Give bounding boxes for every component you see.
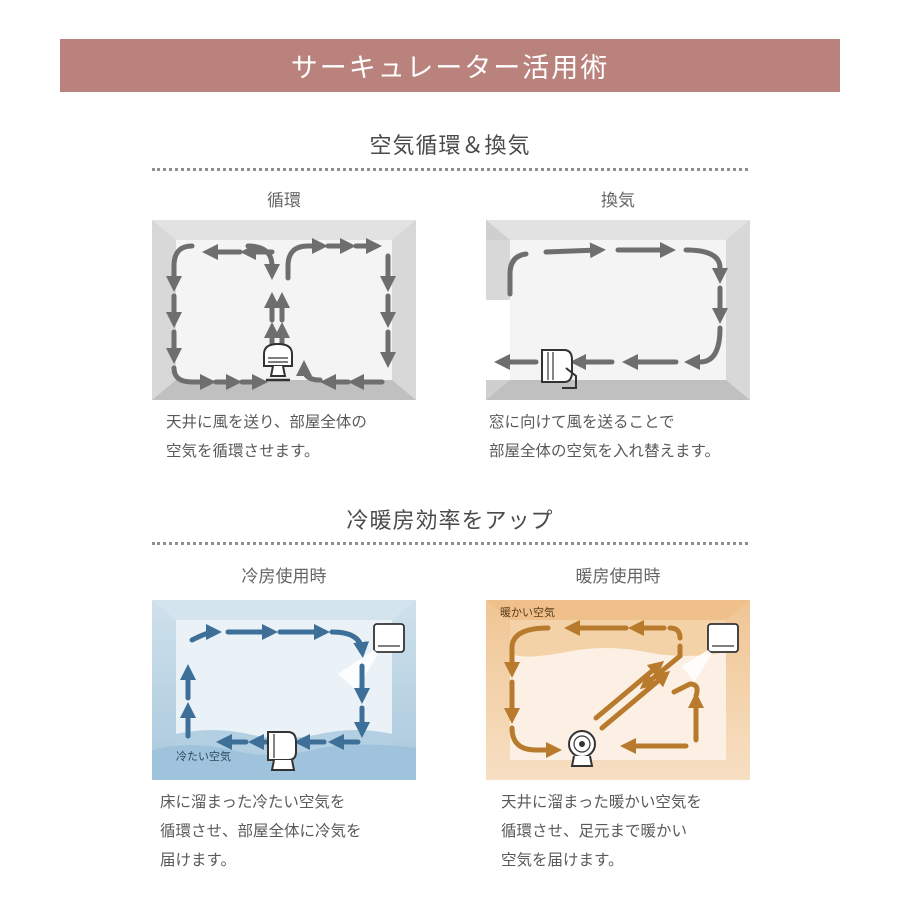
warm-air-tag: 暖かい空気 [500, 605, 555, 619]
caption-line: 空気を循環させます。 [166, 442, 320, 460]
window-opening [486, 300, 510, 380]
air-conditioner-icon [338, 623, 405, 690]
circulator-fan-icon [568, 730, 596, 767]
caption-circulation: 天井に風を送り、部屋全体の 空気を循環させます。 [166, 408, 367, 466]
panel-label-heating: 暖房使用時 [575, 567, 661, 587]
cold-air-tag: 冷たい空気 [176, 749, 231, 763]
caption-line: 床に溜まった冷たい空気を [160, 793, 346, 811]
heating-room: 暖かい空気 [486, 600, 750, 780]
panel-label-cooling: 冷房使用時 [241, 567, 327, 587]
caption-ventilation: 窓に向けて風を送ることで 部屋全体の空気を入れ替えます。 [489, 408, 720, 466]
cooling-diagram: 冷たい空気 [152, 600, 416, 780]
ventilation-diagram [486, 220, 750, 400]
caption-line: 天井に風を送り、部屋全体の [166, 413, 367, 431]
caption-cooling: 床に溜まった冷たい空気を 循環させ、部屋全体に冷気を 届けます。 [160, 788, 362, 875]
cooling-room: 冷たい空気 [152, 600, 416, 780]
ventilation-room [486, 220, 750, 400]
banner-title: サーキュレーター活用術 [290, 53, 610, 84]
circulation-room [152, 220, 416, 400]
section-divider [152, 542, 748, 545]
circulator-fan-icon [541, 349, 577, 389]
caption-line: 空気を届けます。 [501, 851, 624, 869]
panel-label-ventilation: 換気 [601, 191, 635, 211]
circulation-diagram [152, 220, 416, 400]
caption-line: 部屋全体の空気を入れ替えます。 [489, 442, 720, 460]
section-divider [152, 168, 748, 171]
air-conditioner-icon [682, 623, 739, 682]
panel-label-circulation: 循環 [267, 191, 301, 211]
caption-line: 天井に溜まった暖かい空気を [501, 793, 702, 811]
section-title-circulation: 空気循環＆換気 [369, 134, 531, 159]
caption-line: 循環させ、部屋全体に冷気を [160, 822, 362, 840]
circulator-fan-icon [267, 731, 297, 771]
caption-line: 届けます。 [160, 851, 236, 869]
section-title-efficiency: 冷暖房効率をアップ [346, 509, 554, 534]
caption-line: 窓に向けて風を送ることで [489, 413, 675, 431]
caption-line: 循環させ、足元まで暖かい [501, 822, 688, 840]
title-banner: サーキュレーター活用術 [60, 39, 840, 92]
caption-heating: 天井に溜まった暖かい空気を 循環させ、足元まで暖かい 空気を届けます。 [501, 788, 702, 875]
circulator-fan-icon [263, 342, 293, 382]
heating-diagram: 暖かい空気 [486, 600, 750, 780]
